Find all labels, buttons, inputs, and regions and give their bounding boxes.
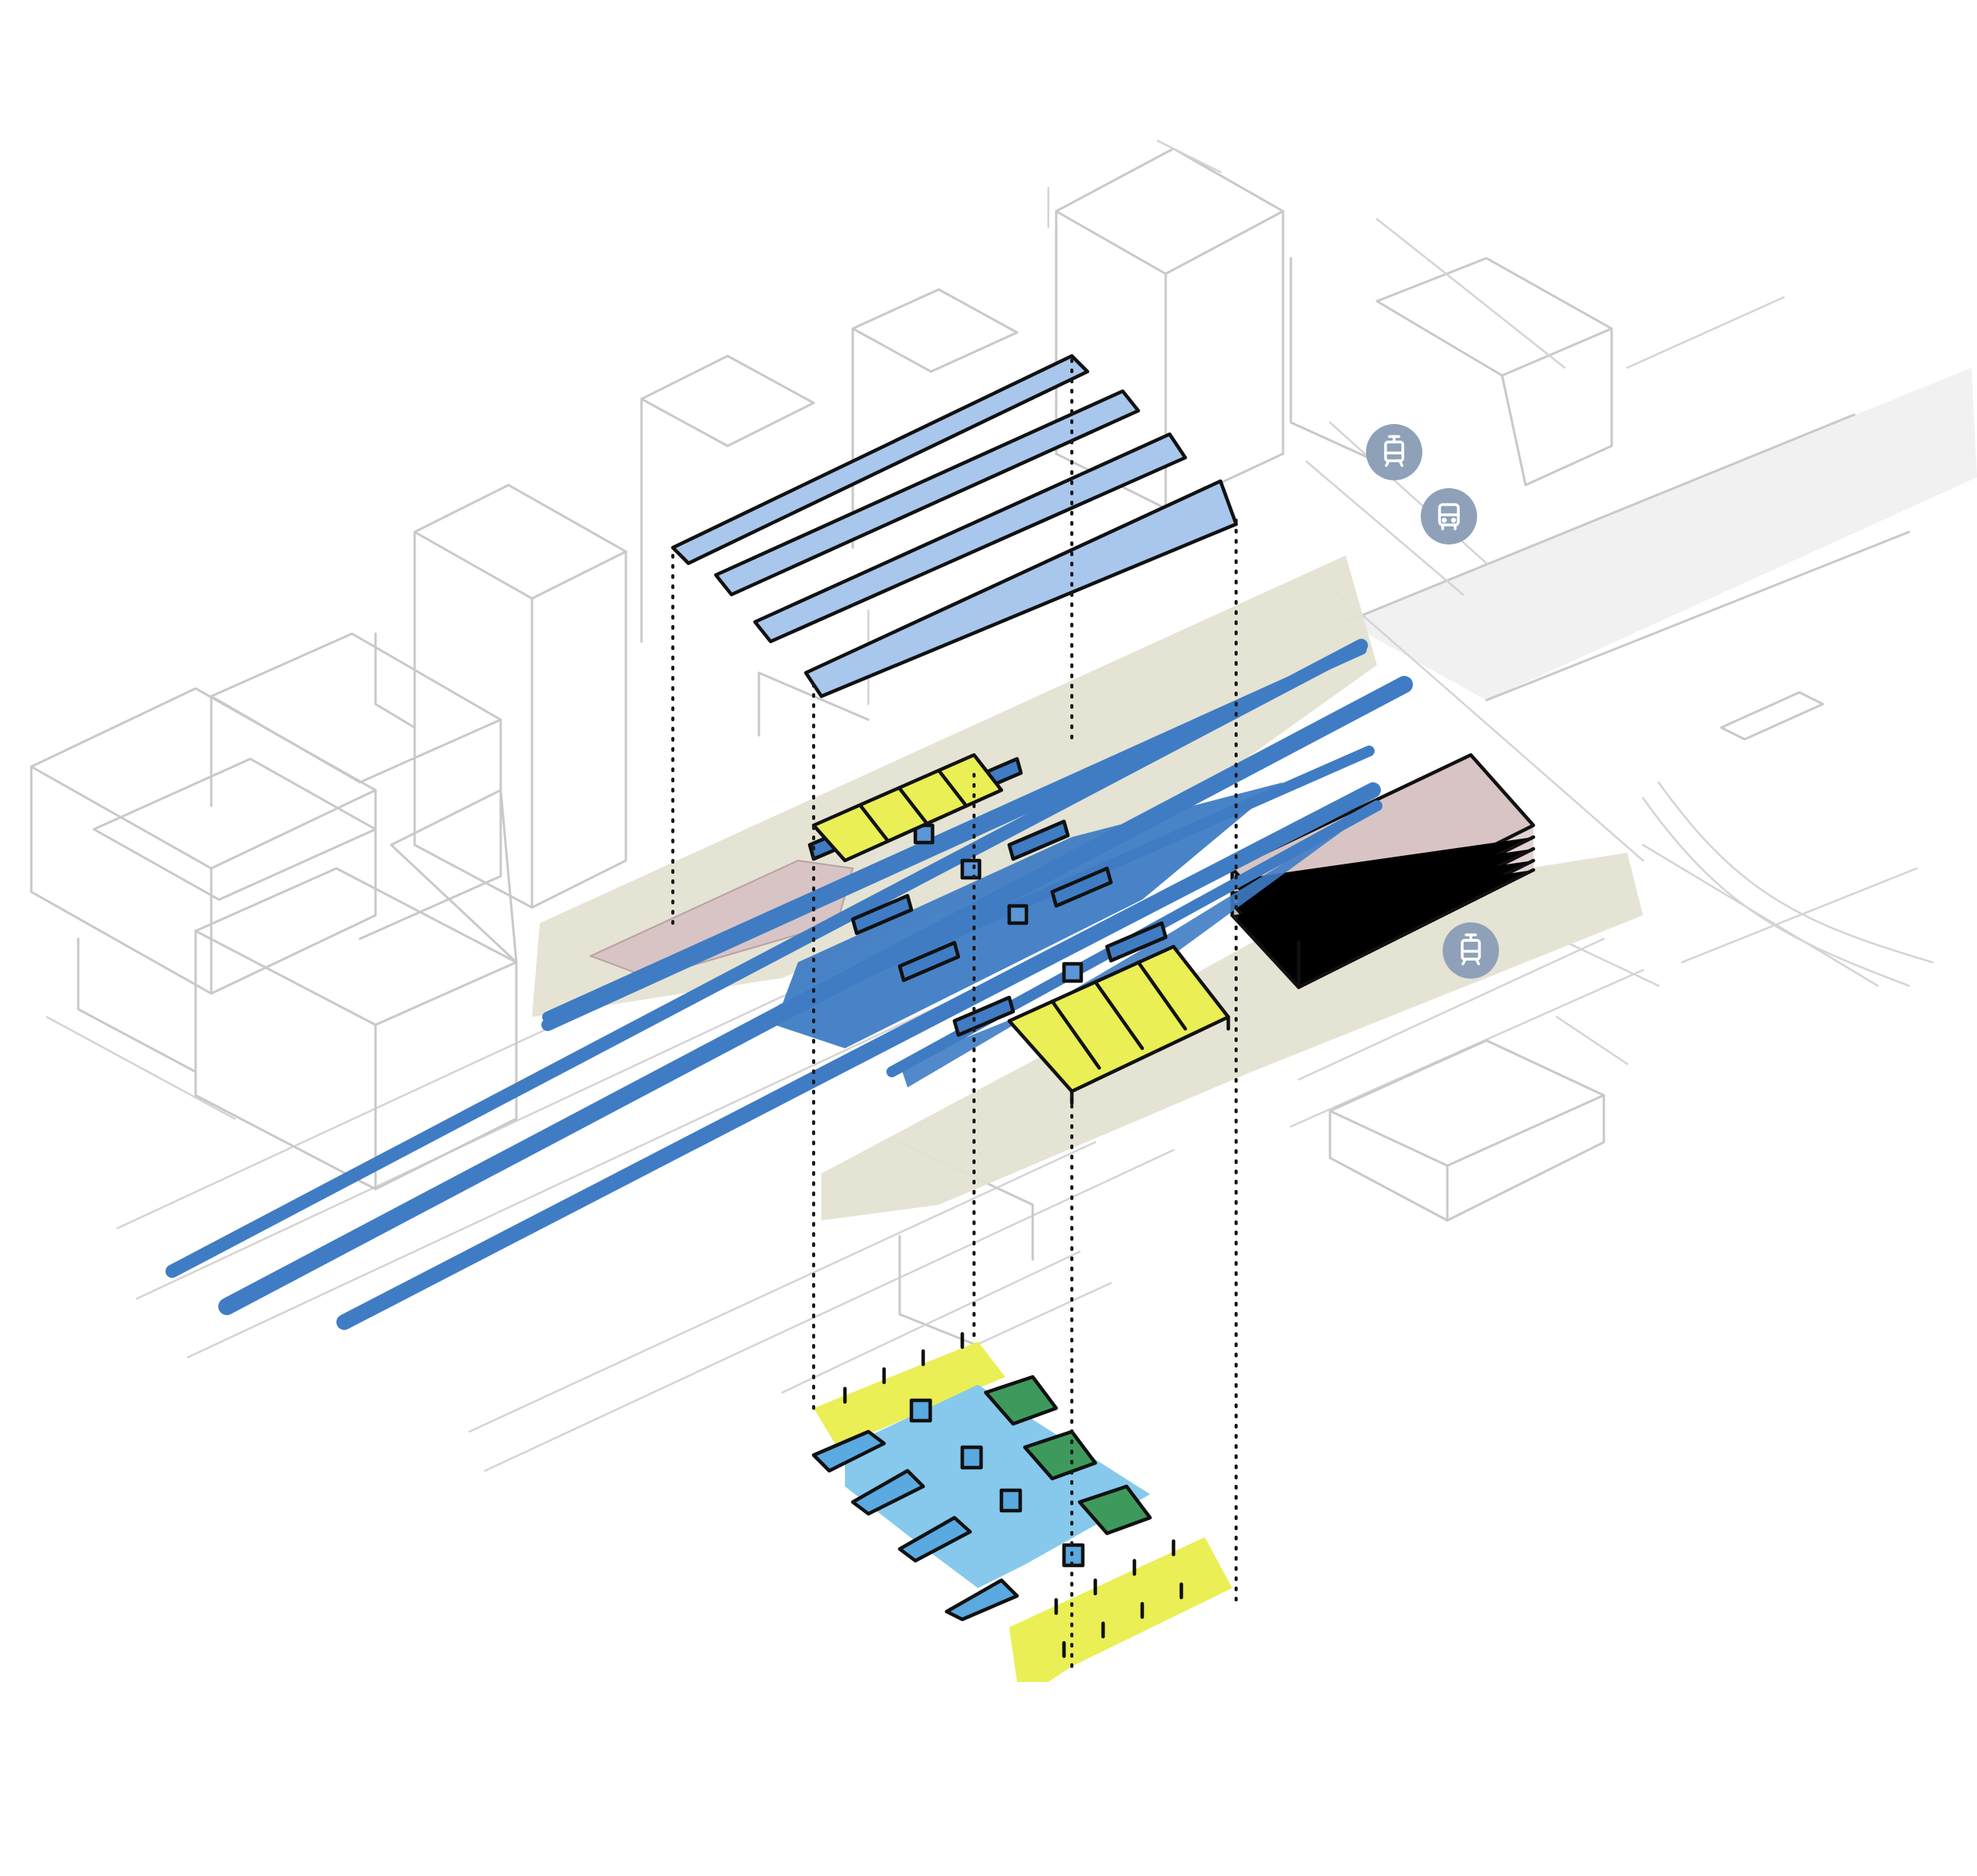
transit-badges (1366, 424, 1499, 979)
south-entrance-plaza (1007, 944, 1231, 1105)
context-layer (30, 139, 1977, 1472)
north-entrance-plaza (811, 753, 1004, 863)
stair-opening (1050, 866, 1113, 908)
canopy-strip-3 (753, 432, 1188, 644)
viaduct-band (1346, 368, 1977, 700)
concourse-retail-units (983, 1375, 1152, 1536)
sand-zone-south (821, 853, 1643, 1220)
concourse-yellow-south (1009, 1537, 1232, 1682)
tram-icon (1384, 435, 1404, 467)
concourse-yellow-north (814, 1342, 1005, 1447)
tram-stop-north-badge (1366, 424, 1422, 480)
viaduct-edge (1344, 413, 1856, 624)
tram-stop-east-badge (1443, 922, 1499, 979)
projection-lines (671, 358, 1238, 1676)
ground-plazas (811, 753, 1231, 1105)
concourse-stair-legs (811, 1429, 1019, 1622)
tram-icon (1461, 933, 1481, 965)
canopy-strip-4 (803, 479, 1238, 699)
viaduct-edge (1485, 530, 1911, 702)
context-buildings-southeast (1328, 781, 1934, 1222)
canopy-strip-2 (714, 389, 1141, 597)
stair-opening (850, 893, 914, 936)
central-platform-body (775, 782, 1283, 1048)
lift-box (1007, 904, 1029, 925)
lift-box (960, 858, 982, 880)
bus-stop-north-badge (1421, 488, 1477, 544)
pink-building-east (1230, 753, 1536, 990)
canopy-roofs (670, 354, 1238, 699)
platform-track-3 (336, 782, 1381, 1330)
platform-track-7 (541, 706, 1242, 1031)
context-buildings-northeast (1289, 217, 1824, 862)
stair-opening (1007, 819, 1070, 861)
stair-opening (1105, 921, 1168, 963)
bus-icon (1438, 503, 1460, 530)
stair-opening (897, 940, 961, 983)
canopy-strip-1 (670, 354, 1090, 566)
context-buildings-west (30, 632, 518, 1191)
concourse-bollards (843, 1332, 1184, 1659)
concourse-lift-boxes (909, 1398, 1085, 1568)
lift-box (1062, 961, 1084, 983)
stair-opening (952, 995, 1015, 1037)
concourse-level (811, 1332, 1232, 1682)
